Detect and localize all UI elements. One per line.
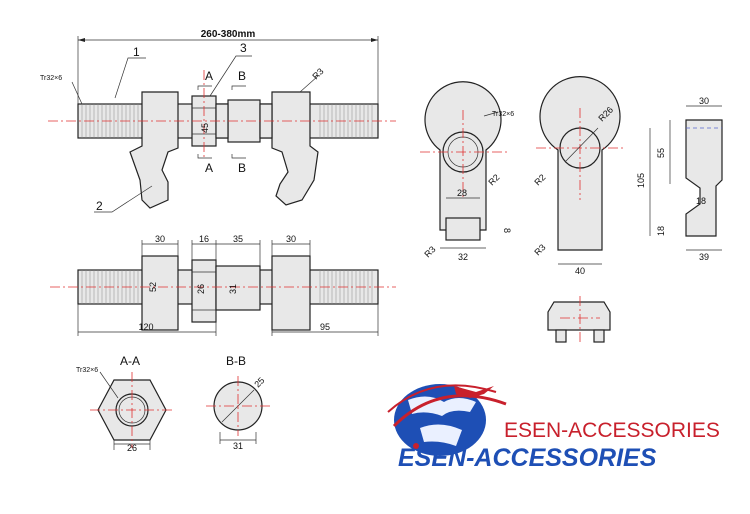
dim-16: 16 (199, 234, 209, 244)
dim-52: 52 (148, 282, 158, 292)
side-dim-18a: 18 (696, 196, 706, 206)
brand-logo: ESEN-ACCESSORIES ESEN-ACCESSORIES (387, 384, 720, 472)
dim-35: 35 (233, 234, 243, 244)
side-view: 30 55 105 18 18 39 (636, 96, 723, 262)
section-b-label-bottom: B (238, 161, 246, 175)
side-dim-39: 39 (699, 252, 709, 262)
aa-thread-spec: Tr32×6 (76, 367, 98, 374)
assembly-plan-view: 30 16 35 30 52 26 31 120 95 (50, 234, 396, 336)
r3-eye-label: R3 (422, 244, 437, 259)
dim-31: 31 (228, 284, 238, 294)
thread-spec-label: Tr32×6 (40, 75, 62, 82)
round-dia-31: 31 (233, 441, 243, 451)
section-aa-view: A-A Tr32×6 26 (76, 354, 174, 453)
section-b-label-top: B (238, 69, 246, 83)
eye-part-left: Tr32×6 28 R2 8 R3 32 (420, 81, 514, 262)
globe-with-airplane-icon (387, 384, 507, 456)
part-3-label: 3 (240, 41, 247, 55)
bottom-block-part (547, 296, 611, 344)
dim-95: 95 (320, 322, 330, 332)
section-aa-title: A-A (120, 354, 140, 368)
dim-40: 40 (575, 266, 585, 276)
r2-label: R2 (486, 172, 501, 187)
section-bb-view: B-B 31 25 (206, 354, 270, 451)
dim-28: 28 (457, 188, 467, 198)
eye-thread-spec: Tr32×6 (492, 111, 514, 118)
assembly-front-view: 260-380mm (40, 29, 396, 213)
dim-30-right: 30 (286, 234, 296, 244)
dim-32: 32 (458, 252, 468, 262)
section-a-label-top: A (205, 69, 213, 83)
section-bb-title: B-B (226, 354, 246, 368)
side-dim-30: 30 (699, 96, 709, 106)
overall-length-label: 260-380mm (201, 29, 256, 40)
brand-name-blue: ESEN-ACCESSORIES (398, 444, 657, 472)
dia-25: 25 (252, 375, 266, 389)
r3-eye2-label: R3 (532, 242, 547, 257)
dim-26: 26 (196, 284, 206, 294)
r2-eye2-label: R2 (532, 172, 547, 187)
dim-30-left: 30 (155, 234, 165, 244)
width-45-label: 45 (200, 123, 210, 133)
hex-width-26: 26 (127, 443, 137, 453)
section-a-label-bottom: A (205, 161, 213, 175)
radius-r3-label: R3 (310, 66, 325, 81)
part-1-label: 1 (133, 45, 140, 59)
side-dim-55: 55 (656, 148, 666, 158)
eye-part-right: R26 R2 R3 40 (532, 76, 624, 276)
dim-8: 8 (502, 228, 512, 233)
dim-120: 120 (138, 322, 153, 332)
brand-name-red: ESEN-ACCESSORIES (504, 419, 720, 442)
part-2-label: 2 (96, 199, 103, 213)
side-dim-105: 105 (636, 173, 646, 188)
side-dim-18b: 18 (656, 226, 666, 236)
